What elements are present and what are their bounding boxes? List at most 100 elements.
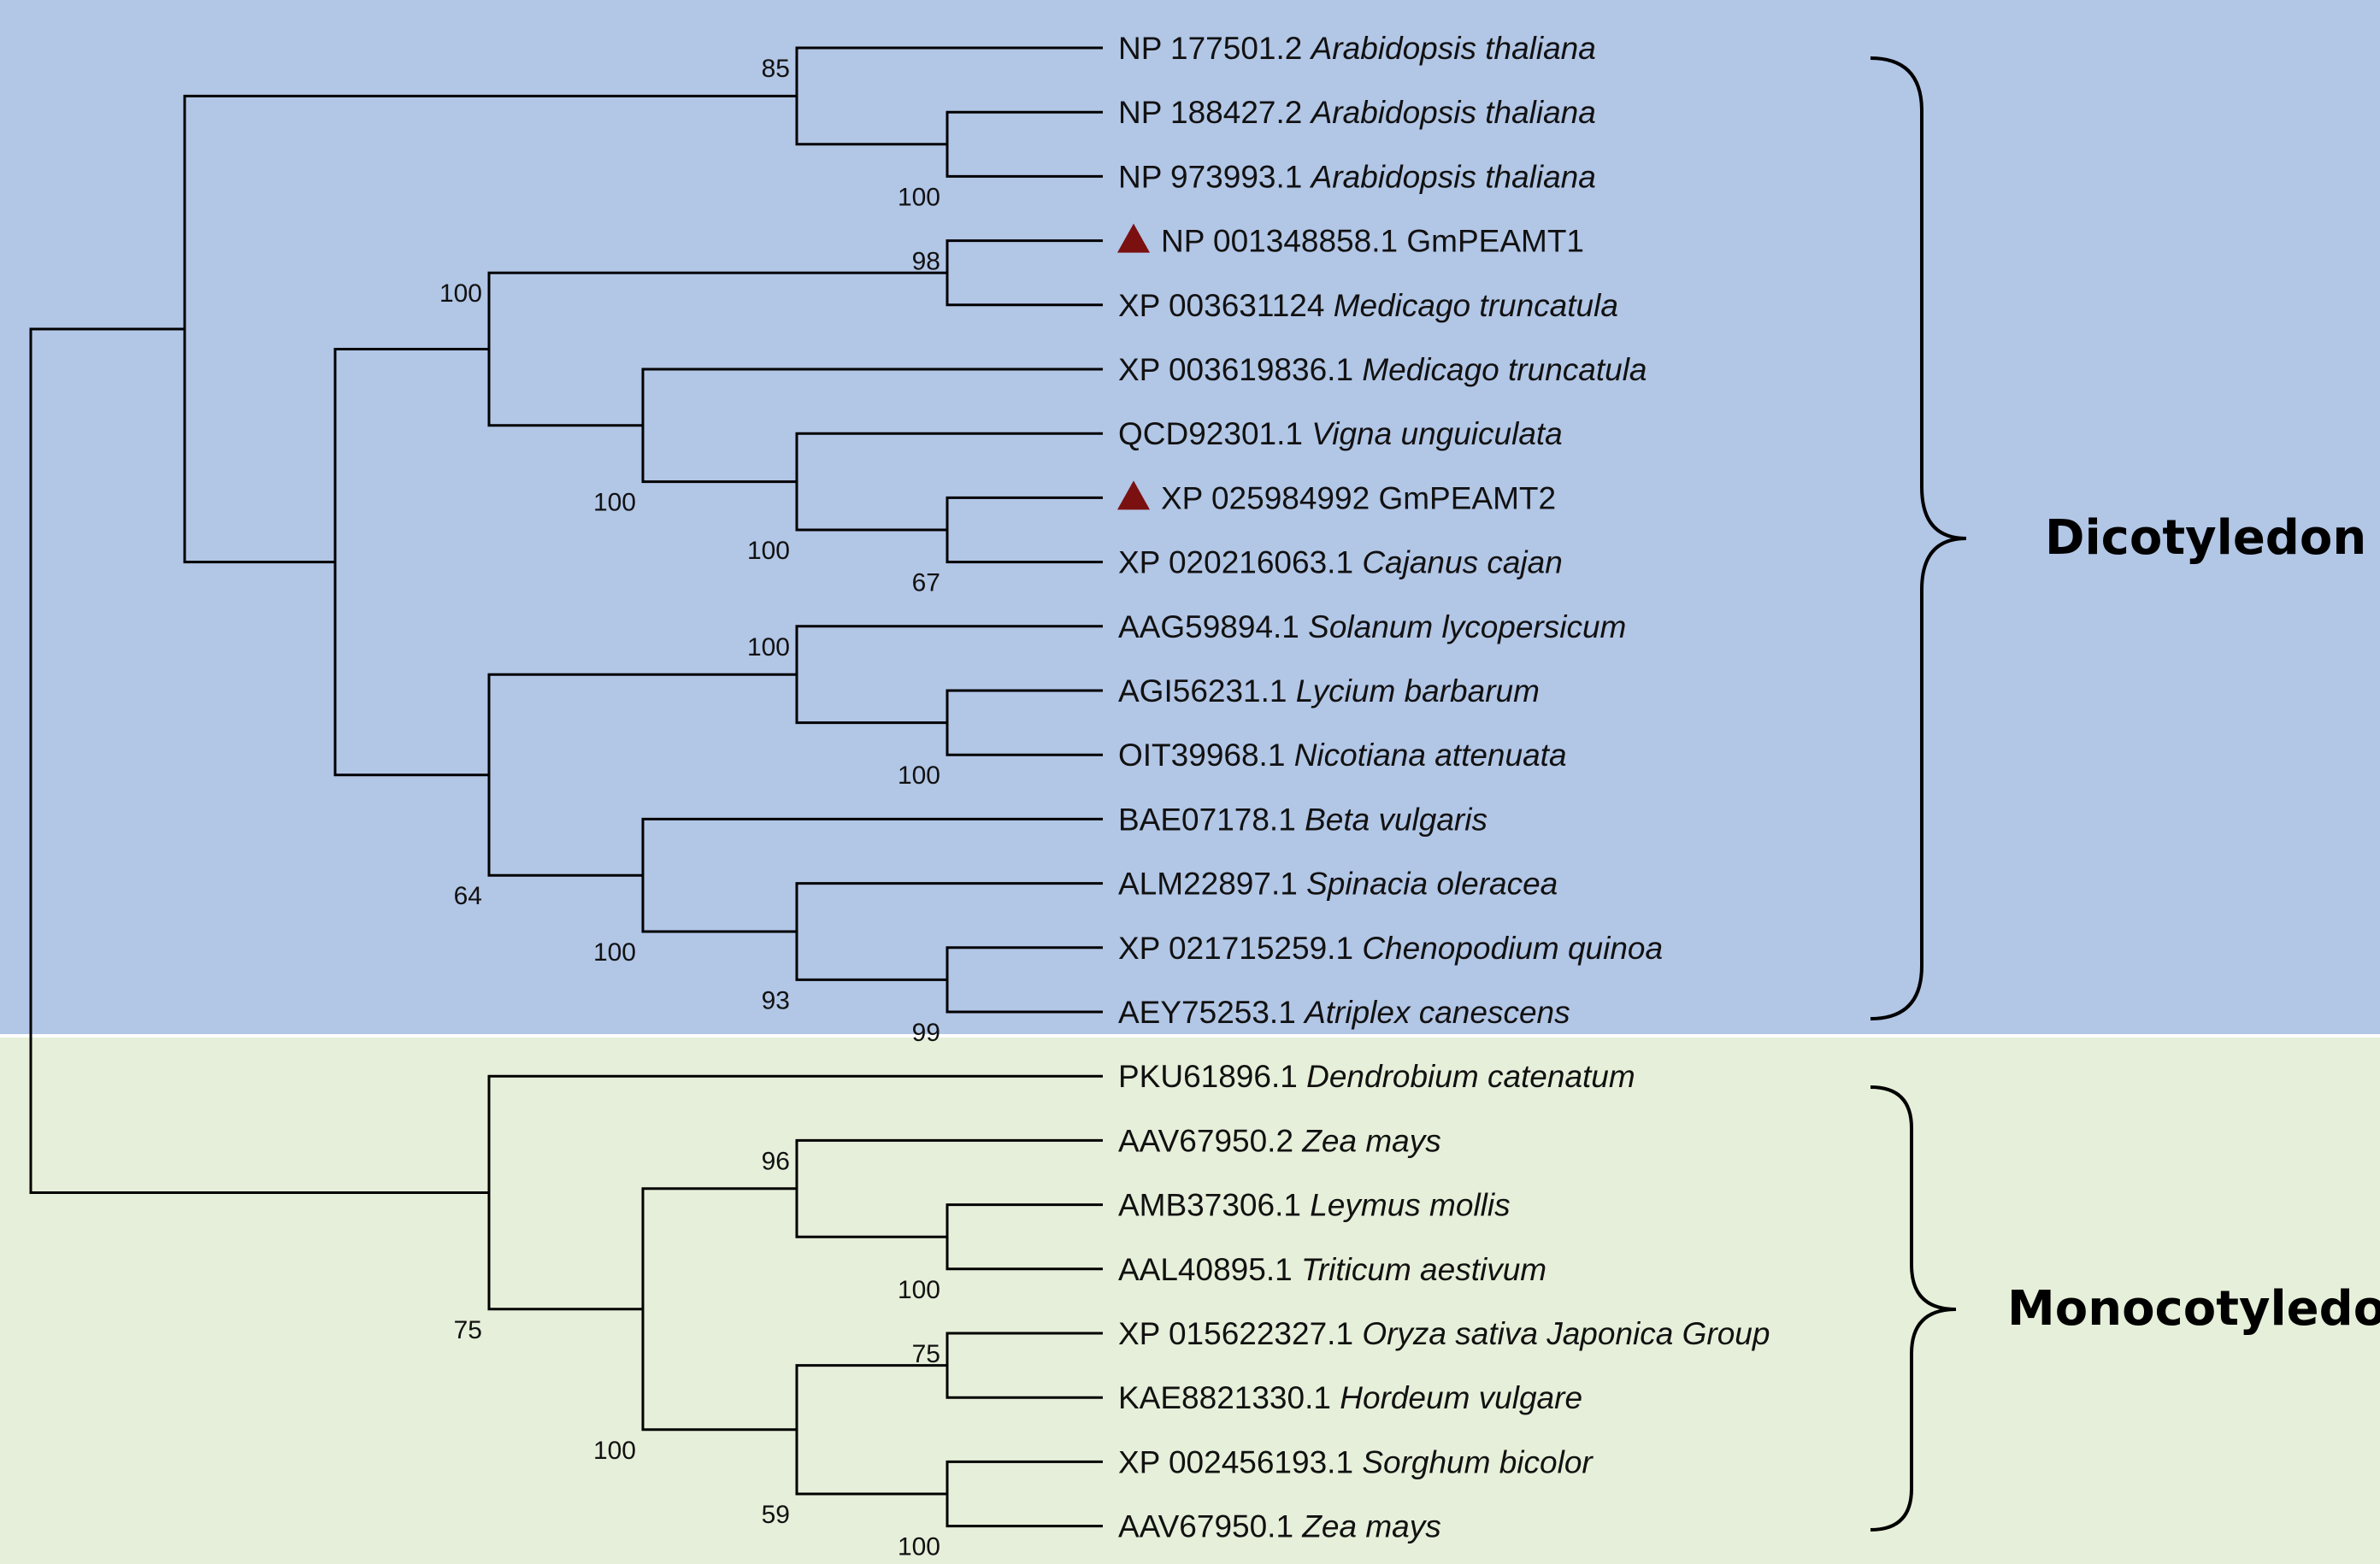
tip-label: AMB37306.1 Leymus mollis: [1118, 1188, 1511, 1223]
species-name: Sorghum bicolor: [1362, 1444, 1594, 1479]
tip-label: XP 002456193.1 Sorghum bicolor: [1118, 1444, 1594, 1479]
tip-label: AAV67950.2 Zea mays: [1118, 1123, 1441, 1158]
tip-label: XP 015622327.1 Oryza sativa Japonica Gro…: [1118, 1316, 1770, 1351]
species-name: Arabidopsis thaliana: [1310, 95, 1596, 130]
accession-id: PKU61896.1: [1118, 1059, 1306, 1094]
species-name: Leymus mollis: [1310, 1188, 1510, 1223]
tip-label: NP 177501.2 Arabidopsis thaliana: [1118, 31, 1596, 66]
species-name: Spinacia oleracea: [1306, 867, 1558, 902]
accession-id: AAL40895.1: [1118, 1252, 1301, 1287]
species-name: Nicotiana attenuata: [1294, 738, 1567, 773]
bootstrap-value: 100: [898, 1276, 940, 1304]
tip-label: KAE8821330.1 Hordeum vulgare: [1118, 1380, 1582, 1415]
species-name: Zea mays: [1301, 1509, 1440, 1544]
marker-triangle-icon: [1117, 480, 1150, 510]
tip-label: NP 001348858.1 GmPEAMT1: [1161, 224, 1584, 259]
species-name: Hordeum vulgare: [1340, 1380, 1582, 1415]
bootstrap-value: 75: [454, 1316, 482, 1344]
accession-id: AAV67950.2: [1118, 1123, 1302, 1158]
tip-label: XP 020216063.1 Cajanus cajan: [1118, 545, 1563, 580]
species-name: Lycium barbarum: [1296, 673, 1540, 709]
tip-label: XP 003619836.1 Medicago truncatula: [1118, 352, 1647, 387]
species-name: Medicago truncatula: [1362, 352, 1647, 387]
accession-id: XP 002456193.1: [1118, 1444, 1362, 1479]
bootstrap-value: 75: [912, 1340, 940, 1368]
marker-triangle-icon: [1117, 223, 1150, 253]
tip-label: XP 025984992 GmPEAMT2: [1161, 480, 1556, 515]
bootstrap-value: 67: [912, 569, 940, 597]
bootstrap-value: 100: [593, 489, 636, 517]
accession-id: NP 001348858.1: [1161, 224, 1406, 259]
species-name: Medicago truncatula: [1334, 288, 1618, 323]
bootstrap-value: 100: [898, 183, 940, 211]
dicotyledon-background: [0, 0, 2380, 1036]
tip-label: ALM22897.1 Spinacia oleracea: [1118, 867, 1558, 902]
accession-id: NP 177501.2: [1118, 31, 1311, 66]
accession-id: AEY75253.1: [1118, 995, 1305, 1030]
dicotyledon-brace: [1870, 56, 1967, 1020]
bootstrap-value: 100: [439, 279, 482, 308]
species-name: Beta vulgaris: [1305, 802, 1488, 837]
bootstrap-value: 64: [454, 882, 482, 910]
bootstrap-value: 100: [593, 1437, 636, 1465]
accession-id: ALM22897.1: [1118, 867, 1306, 902]
accession-id: XP 025984992: [1161, 480, 1378, 515]
accession-id: XP 020216063.1: [1118, 545, 1362, 580]
species-name: Atriplex canescens: [1303, 995, 1570, 1030]
tip-label: XP 021715259.1 Chenopodium quinoa: [1118, 931, 1663, 966]
bootstrap-value: 96: [762, 1147, 790, 1175]
tree-branches: [29, 46, 1103, 1528]
bootstrap-value: 59: [762, 1501, 790, 1529]
species-name: GmPEAMT2: [1378, 480, 1556, 515]
tip-label: QCD92301.1 Vigna unguiculata: [1118, 416, 1563, 451]
tip-label: AEY75253.1 Atriplex canescens: [1118, 995, 1570, 1030]
accession-id: NP 973993.1: [1118, 159, 1311, 194]
tip-label: XP 003631124 Medicago truncatula: [1118, 288, 1618, 323]
accession-id: XP 003631124: [1118, 288, 1334, 323]
bootstrap-value: 98: [912, 248, 940, 276]
monocotyledon-label: Monocotyledon: [2007, 1281, 2380, 1337]
accession-id: XP 015622327.1: [1118, 1316, 1362, 1351]
bootstrap-value: 100: [898, 761, 940, 790]
bootstrap-value: 100: [747, 633, 790, 661]
bootstrap-value: 100: [593, 938, 636, 967]
accession-id: AGI56231.1: [1118, 673, 1296, 709]
bootstrap-value: 100: [747, 537, 790, 565]
dicotyledon-label: Dicotyledon: [2045, 510, 2366, 566]
accession-id: AAV67950.1: [1118, 1509, 1302, 1544]
tip-label: NP 973993.1 Arabidopsis thaliana: [1118, 159, 1596, 194]
accession-id: BAE07178.1: [1118, 802, 1305, 837]
tip-label: BAE07178.1 Beta vulgaris: [1118, 802, 1488, 837]
accession-id: QCD92301.1: [1118, 416, 1311, 451]
species-name: GmPEAMT1: [1406, 224, 1584, 259]
accession-id: XP 021715259.1: [1118, 931, 1362, 966]
accession-id: AAG59894.1: [1118, 609, 1308, 644]
branch-root: [29, 327, 489, 1194]
accession-id: XP 003619836.1: [1118, 352, 1362, 387]
tip-label: AAV67950.1 Zea mays: [1118, 1509, 1441, 1544]
bootstrap-values: 85 100 98 100 100 100 67 100 100 64 100 93 99 75 96 100…: [439, 55, 940, 1561]
tip-label: OIT39968.1 Nicotiana attenuata: [1118, 738, 1567, 773]
species-name: Arabidopsis thaliana: [1310, 31, 1596, 66]
monocotyledon-background: [0, 1036, 2380, 1564]
monocotyledon-brace: [1870, 1085, 1957, 1532]
accession-id: NP 188427.2: [1118, 95, 1311, 130]
accession-id: AMB37306.1: [1118, 1188, 1310, 1223]
species-name: Oryza sativa Japonica Group: [1362, 1316, 1770, 1351]
species-name: Solanum lycopersicum: [1308, 609, 1626, 644]
bootstrap-value: 85: [762, 55, 790, 83]
bootstrap-value: 100: [898, 1533, 940, 1561]
species-name: Cajanus cajan: [1362, 545, 1562, 580]
species-name: Arabidopsis thaliana: [1310, 159, 1596, 194]
species-name: Vigna unguiculata: [1311, 416, 1563, 451]
species-name: Triticum aestivum: [1301, 1252, 1546, 1287]
tip-label: AGI56231.1 Lycium barbarum: [1118, 673, 1540, 709]
bootstrap-value: 99: [912, 1019, 940, 1047]
species-name: Chenopodium quinoa: [1362, 931, 1663, 966]
species-name: Zea mays: [1301, 1123, 1440, 1158]
accession-id: OIT39968.1: [1118, 738, 1294, 773]
tip-label: PKU61896.1 Dendrobium catenatum: [1118, 1059, 1635, 1094]
bootstrap-value: 93: [762, 986, 790, 1014]
